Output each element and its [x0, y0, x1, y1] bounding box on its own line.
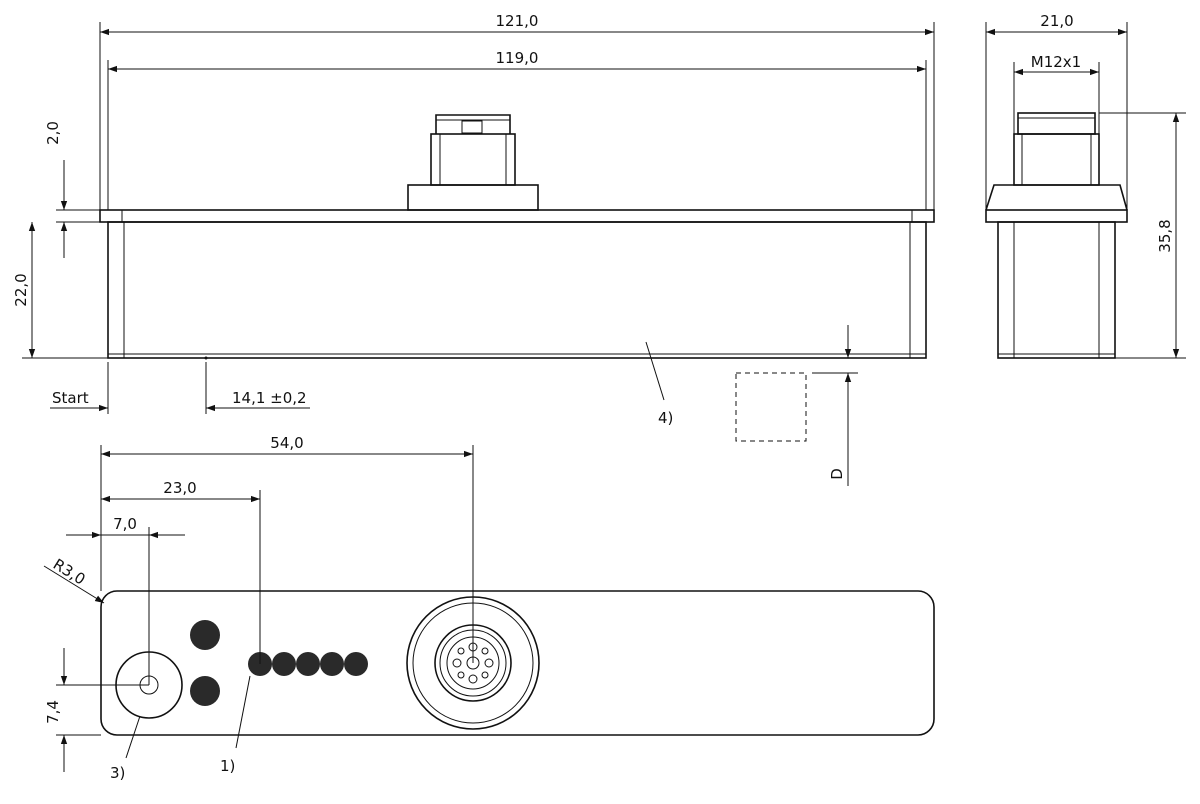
m12-connector-front [407, 114, 539, 211]
front-view: 121,0 119,0 2,0 22,0 Start 14,1 ±0,2 4) … [12, 12, 935, 486]
callout-3: 3) [110, 764, 125, 782]
side-housing [997, 221, 1116, 359]
status-led [190, 620, 220, 650]
callout-1: 1) [220, 757, 235, 775]
top-housing-outline [100, 590, 935, 736]
status-led [190, 676, 220, 706]
indicator-led [272, 652, 296, 676]
dim-start-offset: 14,1 ±0,2 [232, 389, 307, 407]
dim-hole-height: 7,4 [44, 700, 62, 724]
flange-plate [99, 209, 935, 223]
dim-radius: R3,0 [50, 555, 89, 588]
dim-thread: M12x1 [1031, 53, 1081, 71]
dim-flange: 2,0 [44, 121, 62, 145]
dim-overall-length: 121,0 [496, 12, 539, 30]
housing-body [107, 221, 927, 359]
dim-hole-pos: 7,0 [113, 515, 137, 533]
side-view: 21,0 M12x1 35,8 [985, 12, 1186, 359]
dim-start-label: Start [52, 389, 89, 407]
indicator-led [320, 652, 344, 676]
m12-connector-top [406, 596, 540, 730]
indicator-led [296, 652, 320, 676]
dim-led-pos: 23,0 [163, 479, 196, 497]
dim-connector-pos: 54,0 [270, 434, 303, 452]
dim-d: D [828, 468, 846, 480]
dim-total-height: 35,8 [1156, 219, 1174, 252]
dim-housing-length: 119,0 [496, 49, 539, 67]
target-outline [735, 372, 807, 442]
dim-width: 21,0 [1040, 12, 1073, 30]
dim-height: 22,0 [12, 273, 30, 306]
indicator-led [344, 652, 368, 676]
top-view: 54,0 23,0 7,0 R3,0 7,4 3) 1) [43, 434, 935, 782]
callout-4: 4) [658, 409, 673, 427]
